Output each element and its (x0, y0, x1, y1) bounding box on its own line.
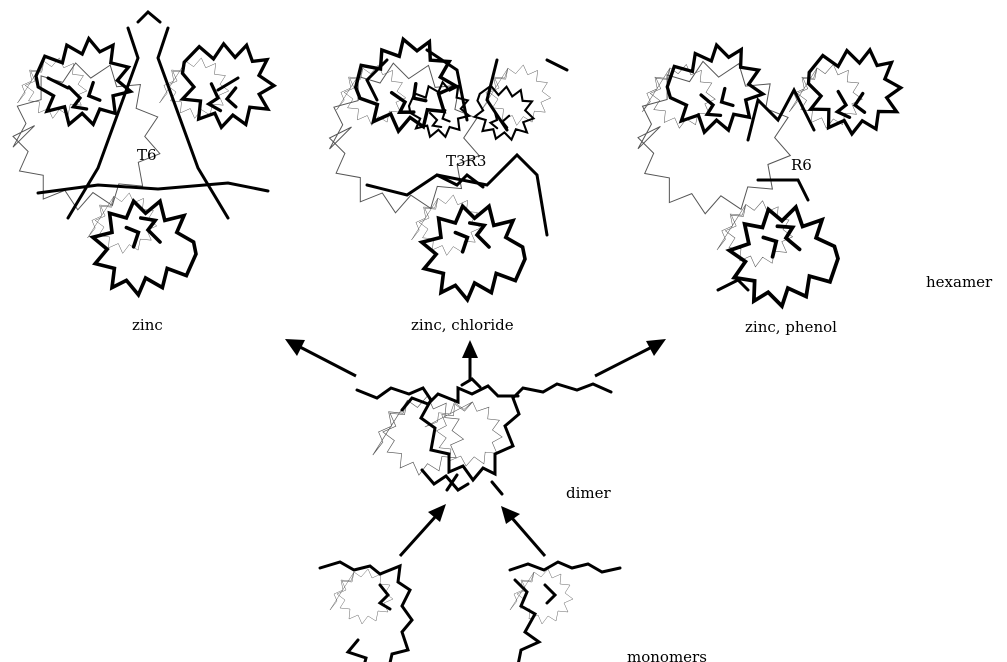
label-r6: R6 (791, 156, 812, 174)
arrow-dimer-to-t6 (285, 339, 356, 376)
hexamer-r6-structure (638, 36, 910, 310)
label-zinc: zinc (132, 316, 163, 334)
label-zinc-chloride: zinc, chloride (411, 316, 514, 334)
arrow-dimer-to-r6 (595, 339, 666, 376)
label-hexamer: hexamer (926, 273, 993, 291)
monomer-right-structure (503, 562, 620, 662)
monomer-left-structure (320, 562, 412, 662)
arrow-monomer-right-to-dimer (501, 506, 545, 556)
label-t3r3: T3R3 (446, 152, 486, 170)
label-dimer: dimer (566, 484, 612, 502)
label-zinc-phenol: zinc, phenol (745, 318, 837, 336)
label-monomers: monomers (627, 648, 707, 662)
dimer-structure (357, 379, 611, 494)
arrow-dimer-to-t3r3 (462, 340, 478, 380)
arrow-monomer-left-to-dimer (400, 504, 446, 556)
label-t6: T6 (137, 146, 157, 164)
